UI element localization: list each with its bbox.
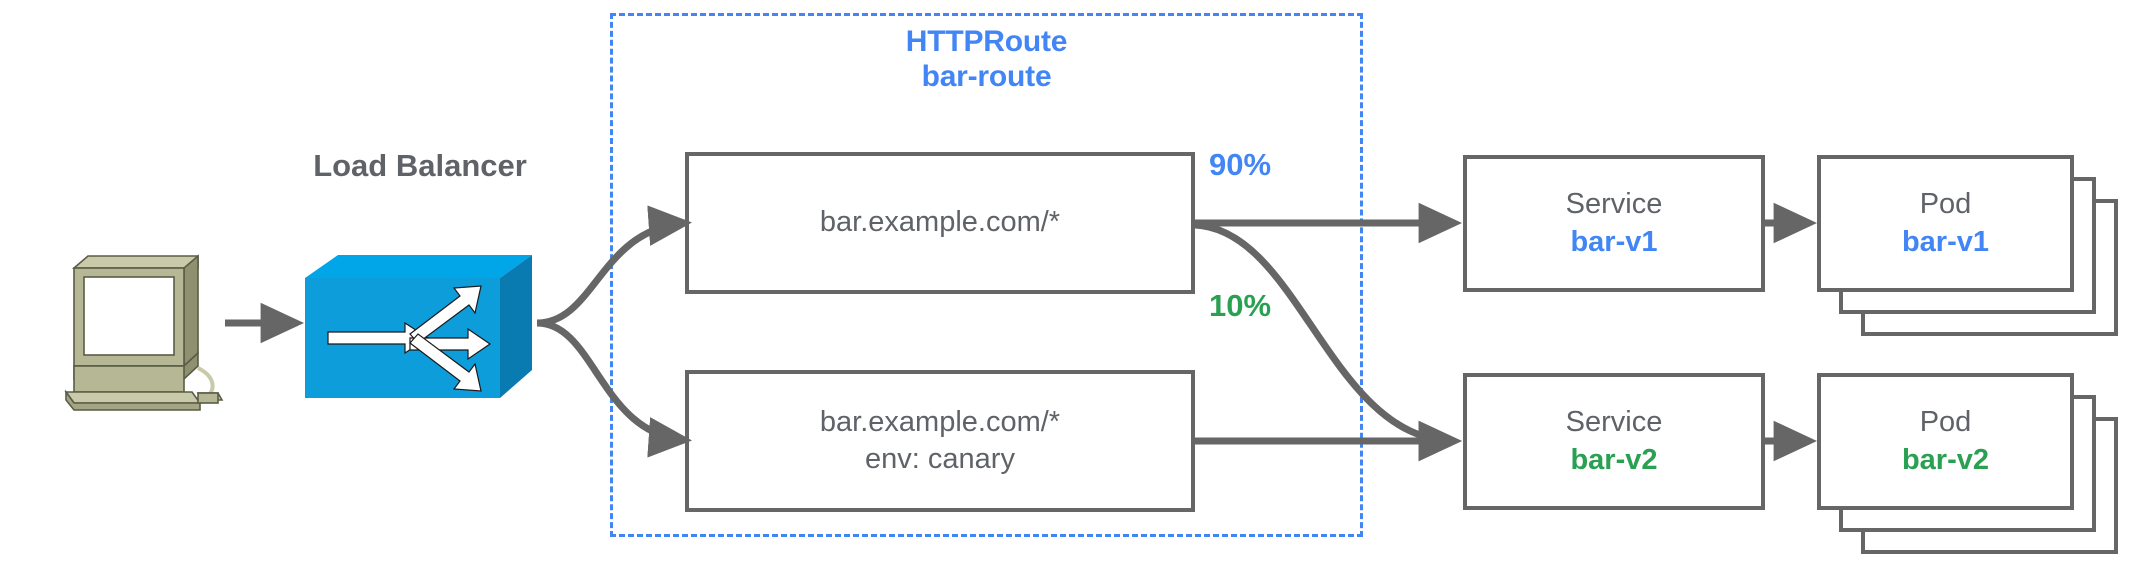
pod-box-bar-v1[interactable]: Pod bar-v1 (1817, 155, 2074, 292)
service-box-bar-v2[interactable]: Service bar-v2 (1463, 373, 1765, 510)
service-1-name: bar-v1 (1570, 225, 1658, 258)
load-balancer-3d-box-icon (305, 255, 532, 398)
pod-box-bar-v2[interactable]: Pod bar-v2 (1817, 373, 2074, 510)
service-1-kind: Service (1565, 188, 1663, 221)
route-rule-box-2[interactable]: bar.example.com/* env: canary (685, 370, 1195, 512)
pod-1-name: bar-v1 (1901, 225, 1990, 258)
arrow-loadbalancer-to-rule-2 (536, 319, 692, 458)
computer-workstation-icon (64, 254, 224, 411)
route-rule-box-1[interactable]: bar.example.com/* (685, 152, 1195, 294)
pod-2-name: bar-v2 (1901, 443, 1990, 476)
route-rule-1-hostname: bar.example.com/* (819, 206, 1061, 239)
httproute-group-boundary (610, 13, 1363, 537)
route-rule-2-header-match: env: canary (865, 443, 1015, 475)
load-balancer-label: Load Balancer (313, 148, 527, 183)
arrow-loadbalancer-to-rule-1 (536, 205, 692, 327)
service-2-name: bar-v2 (1570, 443, 1658, 476)
weight-label-90: 90% (1209, 147, 1272, 182)
httproute-group-title: HTTPRoute bar-route (905, 25, 1068, 94)
arrow-rule-1-to-service-2 (1194, 221, 1462, 462)
pod-1-kind: Pod (1919, 188, 1972, 221)
pod-stack-bar-v1: Pod bar-v1 (1817, 155, 2127, 345)
service-2-kind: Service (1565, 406, 1663, 439)
route-rule-2-hostname: bar.example.com/* (819, 405, 1061, 438)
pod-2-kind: Pod (1919, 406, 1972, 439)
service-box-bar-v1[interactable]: Service bar-v1 (1463, 155, 1765, 292)
pod-stack-bar-v2: Pod bar-v2 (1817, 373, 2127, 563)
weight-label-10: 10% (1209, 288, 1272, 323)
